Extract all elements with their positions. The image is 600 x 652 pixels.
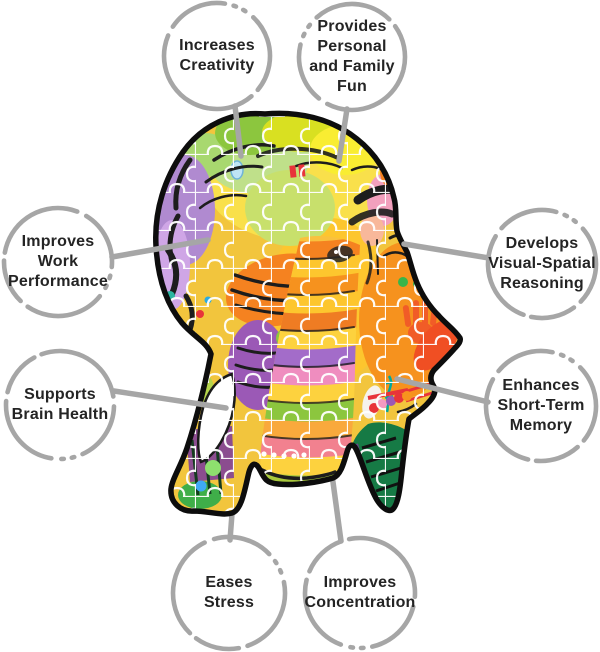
- circle-provides-family-fun: [296, 1, 408, 113]
- connector-improves-work-performance: [109, 237, 211, 260]
- circle-develops-visual-spatial: [485, 207, 599, 321]
- connector-develops-visual-spatial: [401, 241, 492, 261]
- puzzle-head-illustration: [153, 110, 463, 517]
- puzzle-pattern-overlay: [155, 113, 461, 514]
- head-silhouette-outline: [153, 110, 463, 517]
- connector-provides-family-fun: [336, 106, 350, 164]
- circle-increases-creativity: [161, 0, 273, 112]
- connector-enhances-memory: [394, 376, 491, 405]
- connector-lines: [109, 103, 492, 411]
- circle-improves-concentration: [302, 535, 418, 651]
- circle-enhances-memory: [483, 348, 599, 464]
- circle-eases-stress: [170, 534, 288, 652]
- connector-supports-brain-health: [111, 388, 229, 411]
- circle-improves-work-performance: [1, 205, 115, 319]
- circle-supports-brain-health: [3, 348, 117, 462]
- connector-increases-creativity: [232, 103, 244, 159]
